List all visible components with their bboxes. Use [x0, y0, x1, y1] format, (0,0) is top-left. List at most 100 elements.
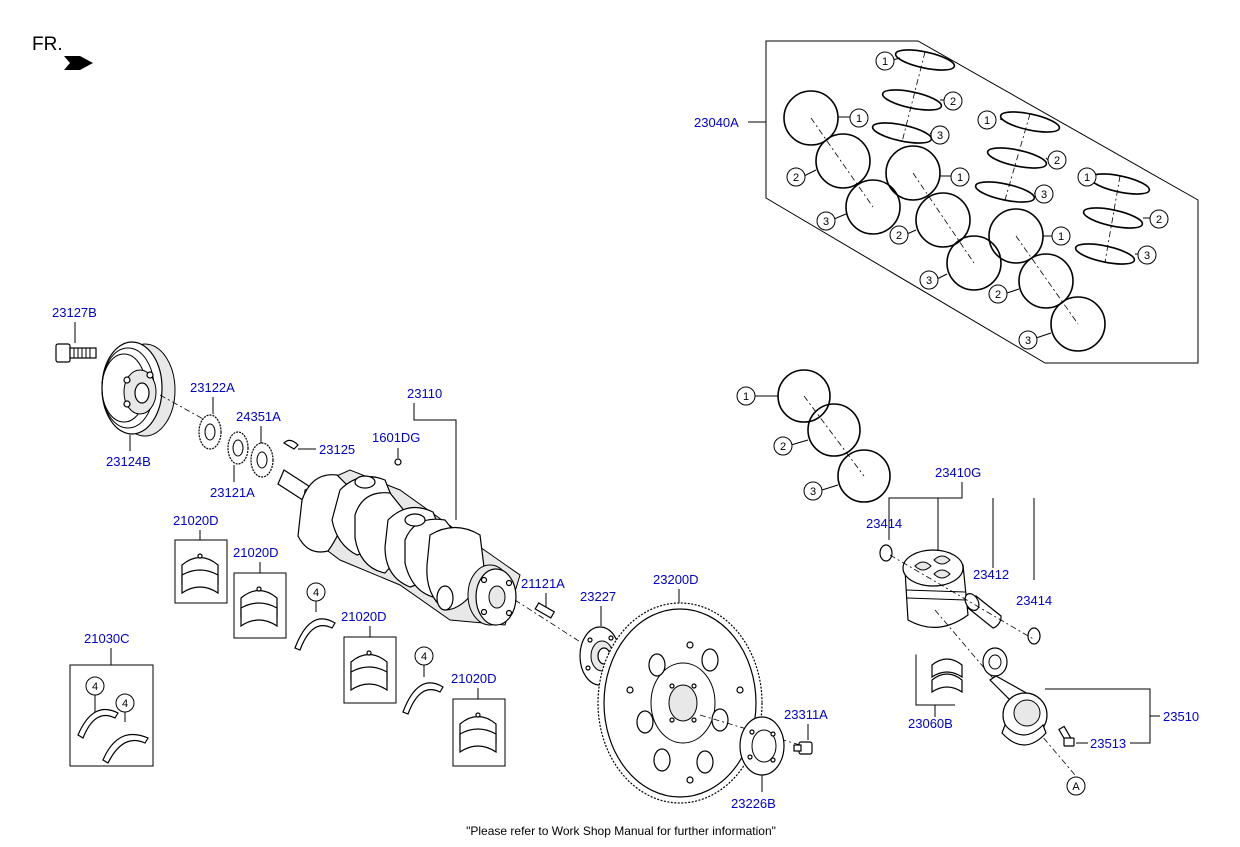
svg-text:2: 2 — [780, 441, 786, 453]
piston-ring-3[interactable] — [871, 119, 933, 147]
svg-text:1: 1 — [957, 172, 963, 184]
crankshaft[interactable] — [277, 469, 521, 626]
part-21020D-4[interactable]: 21020D — [451, 671, 497, 686]
thrust-washer[interactable] — [77, 708, 119, 739]
piston-ring-2[interactable] — [1082, 204, 1144, 232]
callout-3: 3 — [803, 481, 823, 501]
part-23414-2[interactable]: 23414 — [1016, 593, 1052, 608]
callout-2: 2 — [988, 284, 1008, 304]
svg-text:3: 3 — [926, 275, 932, 287]
sprocket-23121A[interactable] — [227, 431, 249, 465]
piston-ring-3[interactable] — [974, 178, 1036, 206]
flywheel-bolt[interactable] — [793, 741, 813, 755]
front-orientation-indicator: FR. — [32, 34, 93, 70]
piston-ring-3[interactable] — [946, 235, 1002, 291]
part-23040A[interactable]: 23040A — [694, 115, 739, 130]
piston-ring-3[interactable] — [1050, 296, 1106, 352]
part-23410G[interactable]: 23410G — [935, 465, 981, 480]
part-23060B[interactable]: 23060B — [908, 716, 953, 731]
svg-text:3: 3 — [1144, 250, 1150, 262]
main-bearing-shell[interactable] — [350, 650, 388, 692]
svg-text:1: 1 — [1084, 172, 1090, 184]
connecting-rod[interactable] — [982, 647, 1048, 746]
dowel-pin[interactable] — [534, 602, 556, 619]
svg-text:3: 3 — [1025, 335, 1031, 347]
piston-ring-1[interactable] — [783, 90, 839, 146]
plug-1601DG[interactable] — [394, 458, 402, 466]
piston-ring-2[interactable] — [815, 133, 871, 189]
part-23227[interactable]: 23227 — [580, 589, 616, 604]
crankshaft-group: 23110 1601DG — [277, 386, 586, 646]
callout-3: 3 — [1034, 184, 1054, 204]
piston-ring-1[interactable] — [885, 145, 941, 201]
part-23414-1[interactable]: 23414 — [866, 516, 902, 531]
part-23124B[interactable]: 23124B — [106, 454, 151, 469]
part-23510[interactable]: 23510 — [1163, 709, 1199, 724]
callout-4: 4 — [414, 646, 434, 666]
piston-ring-2[interactable] — [807, 403, 861, 457]
svg-text:3: 3 — [1041, 189, 1047, 201]
part-23200D[interactable]: 23200D — [653, 572, 699, 587]
piston-ring-2[interactable] — [881, 86, 943, 114]
conrod-bearing-shell[interactable] — [931, 658, 963, 694]
thrust-washer[interactable] — [102, 733, 149, 764]
part-23110[interactable]: 23110 — [407, 386, 442, 401]
pulley-bolt[interactable] — [55, 343, 97, 363]
piston-ring-3[interactable] — [837, 449, 891, 503]
sprocket-24351A[interactable] — [250, 442, 274, 478]
part-23513[interactable]: 23513 — [1090, 736, 1126, 751]
part-21020D-1[interactable]: 21020D — [173, 513, 219, 528]
front-arrow-icon — [64, 56, 93, 70]
callout-A: A — [1066, 776, 1086, 796]
thrust-washer[interactable] — [402, 682, 444, 715]
backing-plate-23226B[interactable] — [739, 716, 785, 776]
part-21020D-3[interactable]: 21020D — [341, 609, 387, 624]
crank-pulley[interactable] — [101, 341, 176, 437]
piston-ring-1[interactable] — [894, 46, 956, 74]
piston-pin-clip[interactable] — [879, 544, 893, 562]
callout-3: 3 — [930, 125, 950, 145]
svg-text:3: 3 — [810, 486, 816, 498]
part-23412[interactable]: 23412 — [973, 567, 1009, 582]
piston-ring-3[interactable] — [845, 179, 901, 235]
main-bearing-shell[interactable] — [459, 712, 497, 754]
conrod-bolt[interactable] — [1058, 725, 1075, 747]
part-21030C[interactable]: 21030C — [84, 631, 130, 646]
piston-ring-1[interactable] — [999, 108, 1061, 136]
front-label: FR. — [32, 34, 63, 55]
piston-pin[interactable] — [962, 591, 1002, 629]
thrust-washer[interactable] — [294, 618, 336, 651]
callout-4: 4 — [306, 582, 326, 602]
piston-ring-set-group: 23040A — [694, 40, 1199, 364]
piston-ring-2[interactable] — [986, 144, 1048, 172]
part-23122A[interactable]: 23122A — [190, 380, 235, 395]
part-21020D-2[interactable]: 21020D — [233, 545, 279, 560]
svg-text:2: 2 — [793, 172, 799, 184]
main-bearing-shell[interactable] — [181, 553, 219, 595]
thrust-washer-set-group: 21030C 4 4 — [69, 631, 154, 767]
piston-ring-3[interactable] — [1074, 240, 1136, 268]
piston-ring-1[interactable] — [1089, 170, 1151, 198]
piston-ring-2[interactable] — [1018, 253, 1074, 309]
piston-pin-clip[interactable] — [1027, 627, 1041, 645]
part-23226B[interactable]: 23226B — [731, 796, 776, 811]
callout-1: 1 — [977, 110, 997, 130]
part-23311A[interactable]: 23311A — [784, 707, 828, 722]
drive-plate-flywheel[interactable] — [597, 602, 763, 804]
piston[interactable] — [902, 549, 969, 629]
callout-3: 3 — [1137, 245, 1157, 265]
woodruff-key[interactable] — [283, 439, 299, 450]
part-23127B[interactable]: 23127B — [52, 305, 97, 320]
part-23121A[interactable]: 23121A — [210, 485, 255, 500]
svg-text:1: 1 — [882, 56, 888, 68]
part-1601DG[interactable]: 1601DG — [372, 430, 420, 445]
sprocket-23122A[interactable] — [198, 414, 222, 450]
timing-sprocket-group: 23122A 23121A 24351A 23125 — [190, 380, 355, 500]
svg-text:3: 3 — [937, 130, 943, 142]
part-24351A[interactable]: 24351A — [236, 409, 281, 424]
svg-text:4: 4 — [421, 651, 427, 663]
part-23125[interactable]: 23125 — [319, 442, 355, 457]
main-bearing-shell[interactable] — [240, 586, 278, 628]
part-21121A[interactable]: 21121A — [521, 576, 565, 591]
piston-ring-2[interactable] — [915, 192, 971, 248]
